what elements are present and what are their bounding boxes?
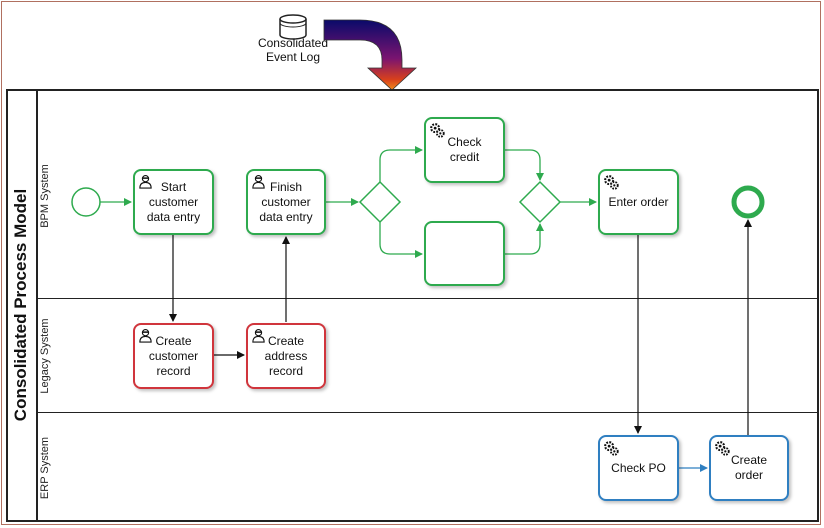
lane-title-erp: ERP System xyxy=(39,436,51,500)
gear-icon xyxy=(715,441,730,456)
task-create-order[interactable]: Create order xyxy=(709,435,789,501)
task-create-customer-record[interactable]: Create customer record xyxy=(133,323,214,389)
task-check-credit[interactable]: Check credit xyxy=(424,117,505,183)
task-label: Finish customer data entry xyxy=(259,179,313,224)
task-label: Create order xyxy=(730,453,768,482)
database-icon xyxy=(279,14,307,40)
task-enter-order[interactable]: Enter order xyxy=(598,169,679,235)
task-create-address-record[interactable]: Create address record xyxy=(246,323,326,389)
task-label: Check credit xyxy=(447,135,482,164)
event-log-label: Consolidated Event Log xyxy=(257,36,329,64)
gear-icon xyxy=(430,123,445,138)
task-label: Create customer record xyxy=(148,333,199,378)
curved-arrow-icon xyxy=(323,19,418,91)
task-unnamed[interactable] xyxy=(424,221,505,286)
user-icon xyxy=(252,175,265,189)
lane-title-bpm: BPM System xyxy=(39,164,51,228)
gear-icon xyxy=(604,441,619,456)
pool-title-strip xyxy=(6,89,37,522)
pool-title: Consolidated Process Model xyxy=(11,188,30,422)
task-finish-customer-data-entry[interactable]: Finish customer data entry xyxy=(246,169,326,235)
task-check-po[interactable]: Check PO xyxy=(598,435,679,501)
user-icon xyxy=(252,329,265,343)
gear-icon xyxy=(604,175,619,190)
user-icon xyxy=(139,175,152,189)
task-label: Enter order xyxy=(608,194,669,209)
pool xyxy=(6,89,819,522)
lane-divider xyxy=(37,412,819,413)
lane-title-legacy: Legacy System xyxy=(39,318,51,394)
lane-divider xyxy=(37,298,819,299)
user-icon xyxy=(139,329,152,343)
task-start-customer-data-entry[interactable]: Start customer data entry xyxy=(133,169,214,235)
task-label: Create address record xyxy=(264,333,308,378)
task-label: Start customer data entry xyxy=(146,179,201,224)
lane-header-divider xyxy=(37,89,38,522)
task-label: Check PO xyxy=(611,460,666,475)
